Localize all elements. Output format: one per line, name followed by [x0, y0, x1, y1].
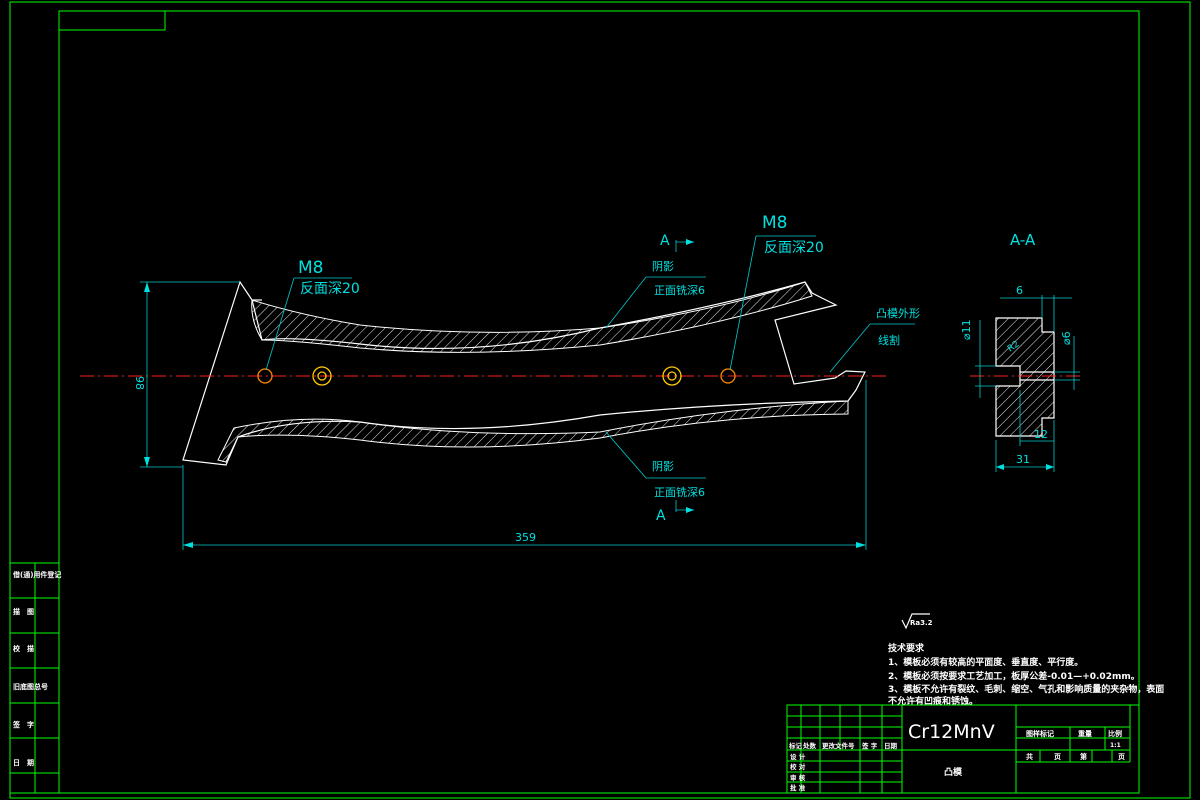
right-header: 图样标记 — [1026, 729, 1054, 738]
rev-header: 更改文件号 — [822, 741, 855, 750]
dia-large-dim: ⌀11 — [960, 319, 973, 340]
thread-callout-left: M8 — [298, 258, 323, 278]
tech-line: 不允许有凹痕和锈蚀。 — [888, 695, 978, 707]
bottom-hatch-note-1: 阴影 — [652, 460, 674, 473]
length-dimension: 359 — [515, 531, 536, 544]
section-hatch — [995, 317, 1055, 437]
hole-right — [662, 366, 682, 386]
side-table: 借(通)用件登记 描 图 校 描 旧底图总号 签 字 日 期 — [9, 562, 61, 794]
section-mark-top: A — [660, 233, 670, 249]
corner-code-box — [58, 10, 166, 31]
hole-left — [312, 366, 332, 386]
bottom-hatch-note-2: 正面铣深6 — [654, 485, 705, 499]
lower-hatch-band — [217, 400, 849, 463]
thread-note-left: 反面深20 — [300, 281, 360, 297]
inner-frame — [58, 10, 1140, 794]
side-row-label: 借(通)用件登记 — [12, 570, 61, 579]
tech-line: 3、模板不允许有裂纹、毛刺、缩空、气孔和影响质量的夹杂物，表面 — [888, 683, 1164, 695]
hole-right-inner — [667, 371, 677, 381]
rev-header: 标记 — [788, 741, 803, 750]
tapped-hole-left — [257, 368, 273, 384]
roughness-symbol: Ra3.2 — [901, 613, 933, 630]
sheet-label: 第 — [1080, 752, 1087, 761]
part-outline — [182, 280, 866, 466]
hole-left-inner — [317, 371, 327, 381]
tech-line: 1、模板必须有较高的平面度、垂直度、平行度。 — [888, 656, 1083, 668]
sign-row: 校 对 — [790, 762, 806, 771]
upper-hatch-band — [251, 281, 813, 353]
part-name: 凸模 — [944, 766, 963, 778]
sign-row: 批 准 — [790, 783, 806, 792]
outer-frame — [9, 1, 1191, 799]
dia-small-dim: ⌀6 — [1060, 331, 1073, 345]
rev-header: 处数 — [802, 741, 817, 750]
section-view: A-A 31 12 6 ⌀11 ⌀6 R2 — [960, 231, 1080, 472]
section-top-dim: 6 — [1016, 284, 1023, 297]
technical-requirements: 技术要求 1、模板必须有较高的平面度、垂直度、平行度。 2、模板必须按要求工艺加… — [888, 642, 1164, 707]
thread-note-right: 反面深20 — [764, 240, 824, 256]
tech-title: 技术要求 — [888, 642, 925, 654]
height-dimension: 98 — [133, 376, 146, 390]
outline-note-1: 凸模外形 — [876, 307, 920, 320]
sign-row: 审 核 — [790, 773, 806, 782]
side-row-label: 日 期 — [13, 758, 34, 767]
side-row-label: 校 描 — [13, 644, 34, 653]
sheet-label: 页 — [1054, 753, 1061, 761]
sign-row: 设 计 — [790, 752, 806, 761]
section-view-label: A-A — [1010, 231, 1036, 249]
side-row-label: 旧底图总号 — [13, 682, 48, 691]
top-hatch-note-1: 阴影 — [652, 260, 674, 273]
material-label: Cr12MnV — [908, 721, 995, 743]
main-view: 98 359 M8 反面深20 M8 反面深20 阴影 正面铣深6 阴影 正面铣… — [80, 213, 920, 550]
side-row-label: 签 字 — [12, 720, 34, 729]
outline-note-2: 线割 — [878, 333, 900, 347]
roughness-value: Ra3.2 — [910, 619, 933, 627]
scale-value: 1:1 — [1110, 742, 1121, 749]
right-header: 比例 — [1108, 729, 1122, 738]
top-hatch-note-2: 正面铣深6 — [654, 283, 705, 297]
rev-header: 签 字 — [861, 741, 878, 750]
side-row-label: 描 图 — [13, 607, 34, 616]
tech-line: 2、模板必须按要求工艺加工，板厚公差-0.01—+0.02mm。 — [888, 670, 1140, 682]
thread-callout-right: M8 — [762, 213, 787, 233]
section-width-dim: 31 — [1016, 453, 1030, 466]
tapped-hole-right — [720, 368, 736, 384]
title-block: 标记 处数 更改文件号 签 字 日期 设 计 校 对 审 核 批 准 Cr12M… — [786, 704, 1140, 794]
sheet-label: 共 — [1026, 752, 1033, 761]
sheet-label: 页 — [1118, 753, 1125, 761]
section-step-dim: 12 — [1034, 428, 1048, 441]
rev-header: 日期 — [884, 741, 898, 750]
section-mark-bottom: A — [656, 508, 666, 524]
right-header: 重量 — [1078, 729, 1092, 738]
